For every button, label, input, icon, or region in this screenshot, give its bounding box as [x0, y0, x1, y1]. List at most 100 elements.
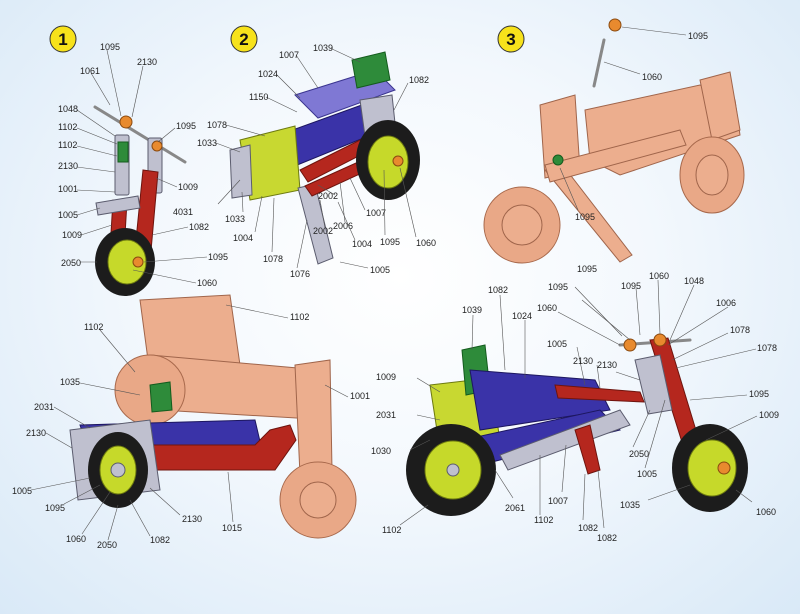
combined-fork: [294, 359, 333, 476]
part-label: 1061: [80, 66, 100, 76]
part-label: 1009: [178, 182, 198, 192]
step-2-number: 2: [239, 30, 248, 49]
combined-rear-hub: [110, 462, 126, 478]
part-label: 1082: [409, 75, 429, 85]
front-bracket-1033: [229, 144, 253, 199]
complete-rear-hub: [446, 463, 460, 477]
frame-assembly-step-2: [229, 51, 420, 265]
step-3-badge: 3: [497, 25, 525, 53]
part-label: 2050: [61, 258, 81, 268]
part-label: 1060: [66, 534, 86, 544]
part-label: 1007: [548, 496, 568, 506]
part-label: 1095: [688, 31, 708, 41]
complete-fork-bracket: [634, 354, 673, 415]
part-label: 1060: [416, 238, 436, 248]
bracket-1039: [351, 51, 391, 89]
part-label: 1015: [222, 523, 242, 533]
step-2-badge: 2: [230, 25, 258, 53]
part-label: 1078: [757, 343, 777, 353]
part-label: 1082: [578, 523, 598, 533]
part-label: 1095: [176, 121, 196, 131]
complete-front-rim: [687, 439, 737, 497]
part-label: 1095: [577, 264, 597, 274]
part-label: 1102: [290, 312, 309, 322]
part-label: 1009: [376, 372, 396, 382]
part-label: 2006: [333, 221, 353, 231]
chassis-clip: [552, 154, 564, 166]
part-label: 2050: [97, 540, 117, 550]
part-label: 2031: [34, 402, 54, 412]
part-label: 1078: [730, 325, 750, 335]
part-label: 1005: [637, 469, 657, 479]
part-label: 2061: [505, 503, 525, 513]
handlebar-axle: [93, 105, 187, 164]
rear-rim: [367, 135, 409, 189]
part-label: 1076: [290, 269, 310, 279]
spring-top-nut: [608, 18, 622, 32]
part-label: 4031: [173, 207, 193, 217]
part-label: 1060: [642, 72, 662, 82]
part-label: 1095: [380, 237, 400, 247]
part-label: 1001: [350, 391, 370, 401]
complete-assembly-right: [406, 333, 748, 516]
part-label: 1033: [225, 214, 245, 224]
part-label: 2002: [313, 226, 333, 236]
part-label: 1007: [279, 50, 299, 60]
part-label: 1082: [189, 222, 209, 232]
part-label: 1095: [548, 282, 568, 292]
part-label: 1102: [58, 140, 77, 150]
spring-rod-1060: [592, 38, 606, 88]
part-label: 1102: [382, 525, 401, 535]
part-label: 1078: [263, 254, 283, 264]
part-label: 1005: [547, 339, 567, 349]
part-label: 1007: [366, 208, 386, 218]
part-label: 1060: [537, 303, 557, 313]
combined-assembly-left: [69, 294, 357, 539]
step-3-number: 3: [506, 30, 515, 49]
fork-assembly-step-1: [93, 105, 187, 296]
part-label: 1033: [197, 138, 217, 148]
part-label: 1095: [100, 42, 120, 52]
chassis-front-hub: [501, 204, 543, 246]
chassis-rear-wall: [699, 71, 741, 141]
part-label: 1095: [208, 252, 228, 262]
part-label: 1095: [621, 281, 641, 291]
part-label: 2031: [376, 410, 396, 420]
part-label: 1001: [58, 184, 78, 194]
part-label: 1082: [150, 535, 170, 545]
part-label: 1004: [352, 239, 372, 249]
part-label: 1095: [575, 212, 595, 222]
hub-nut: [132, 256, 144, 268]
part-label: 1024: [258, 69, 278, 79]
part-label: 1035: [60, 377, 80, 387]
complete-fork-nut-left: [623, 338, 637, 352]
complete-red-strip: [554, 384, 645, 403]
combined-green-clip: [149, 381, 173, 413]
part-label: 1150: [249, 92, 268, 102]
part-label: 1060: [197, 278, 217, 288]
part-label: 1005: [12, 486, 32, 496]
complete-stand-1102: [574, 424, 601, 475]
chassis-assembly-step-3: [483, 18, 745, 264]
top-nut: [119, 115, 133, 129]
fork-nut: [151, 140, 163, 152]
part-label: 1060: [756, 507, 776, 517]
step-1-badge: 1: [49, 25, 77, 53]
part-label: 1009: [62, 230, 82, 240]
part-label: 2050: [629, 449, 649, 459]
part-label: 1048: [684, 276, 704, 286]
part-label: 2130: [137, 57, 157, 67]
part-label: 1005: [370, 265, 390, 275]
part-label: 1004: [233, 233, 253, 243]
part-label: 2130: [597, 360, 617, 370]
part-callouts: 1095 1061 2130 1048 1102 1102 1095 2130 …: [12, 26, 779, 550]
complete-silver-strip-1007: [499, 409, 631, 471]
part-label: 1060: [649, 271, 669, 281]
part-label: 1095: [749, 389, 769, 399]
fork-base-plate: [95, 195, 141, 216]
part-label: 1102: [58, 122, 77, 132]
part-label: 2130: [26, 428, 46, 438]
part-label: 1039: [313, 43, 333, 53]
combined-front-hub: [299, 481, 337, 519]
